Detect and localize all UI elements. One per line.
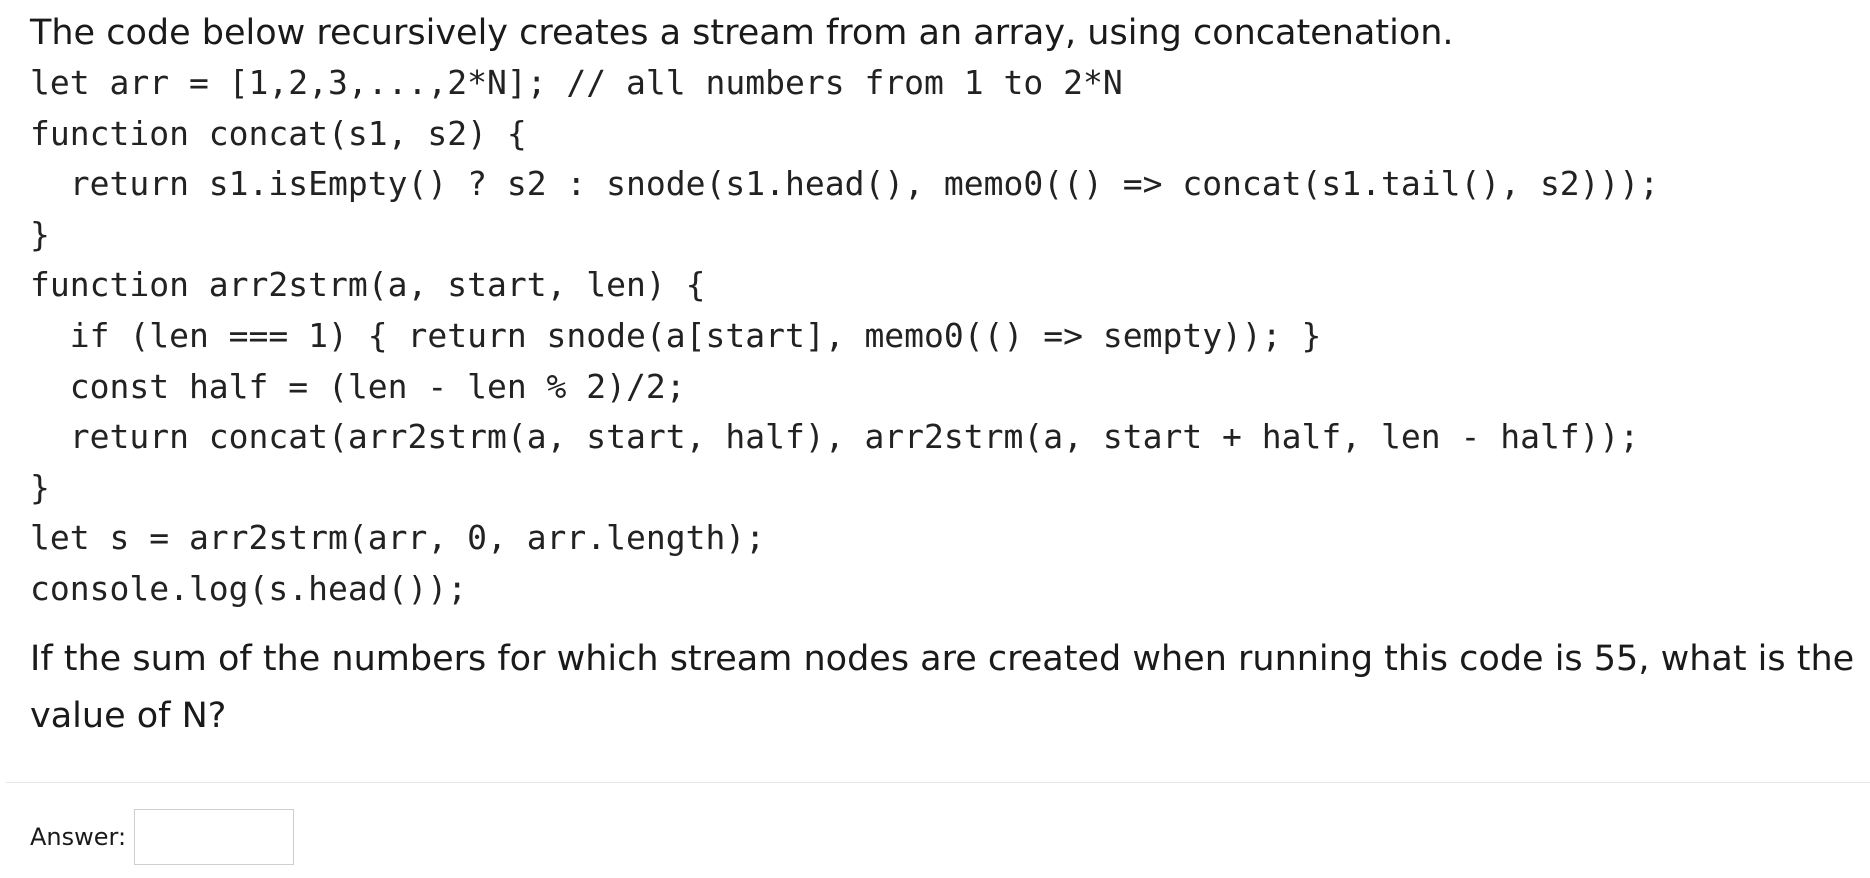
question-body: The code below recursively creates a str…: [30, 8, 1860, 745]
code-line: const half = (len - len % 2)/2;: [30, 366, 686, 406]
question-prompt: If the sum of the numbers for which stre…: [30, 638, 1855, 736]
code-line: let s = arr2strm(arr, 0, arr.length);: [30, 518, 766, 558]
code-line: function arr2strm(a, start, len) {: [30, 265, 706, 305]
code-line: console.log(s.head());: [30, 568, 468, 608]
code-line: return s1.isEmpty() ? s2 : snode(s1.head…: [30, 164, 1660, 204]
code-line: if (len === 1) { return snode(a[start], …: [30, 315, 1322, 355]
code-line: }: [30, 467, 50, 507]
answer-input[interactable]: [134, 809, 295, 865]
code-line: }: [30, 214, 50, 254]
code-line: function concat(s1, s2) {: [30, 113, 527, 153]
code-line: let arr = [1,2,3,...,2*N]; // all number…: [30, 63, 1123, 102]
code-line: return concat(arr2strm(a, start, half), …: [30, 417, 1640, 457]
question-intro: The code below recursively creates a str…: [30, 13, 1454, 53]
answer-label: Answer:: [30, 823, 127, 851]
section-divider: [6, 782, 1870, 783]
answer-row: Answer:: [30, 807, 295, 867]
code-block: let arr = [1,2,3,...,2*N]; // all number…: [30, 58, 1860, 615]
